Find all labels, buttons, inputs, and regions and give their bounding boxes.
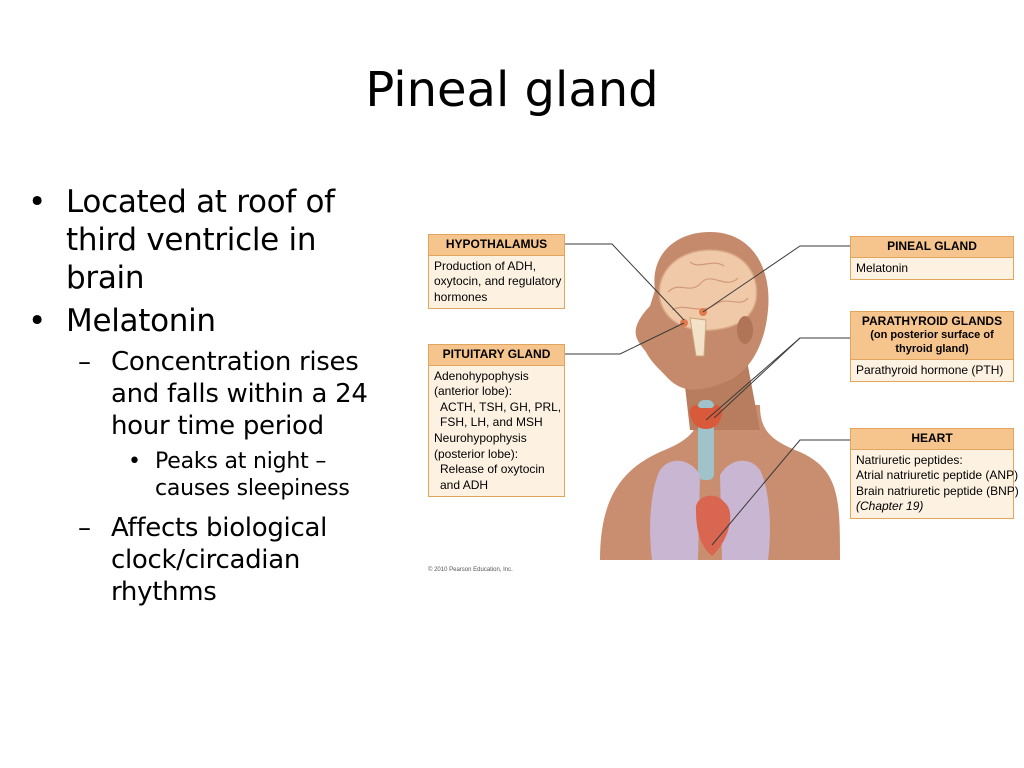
box-header: PARATHYROID GLANDS (on posterior surface… xyxy=(851,312,1013,360)
copyright-note: © 2010 Pearson Education, Inc. xyxy=(428,567,513,573)
bullet-melatonin: • Melatonin xyxy=(24,303,404,341)
slide-title: Pineal gland xyxy=(365,62,659,118)
bullet-list: • Located at roof of third ventricle in … xyxy=(24,184,404,615)
box-header-line: (on posterior surface of xyxy=(870,329,994,341)
box-header: PITUITARY GLAND xyxy=(429,345,564,366)
bullet-line: Located at roof of xyxy=(66,184,335,220)
bullet-line: Affects biological xyxy=(111,512,328,543)
brain-folds xyxy=(667,261,749,311)
bullet-line: Melatonin xyxy=(66,303,216,340)
box-header-line: PARATHYROID GLANDS xyxy=(861,314,1003,328)
bullet-location: • Located at roof of third ventricle in … xyxy=(24,184,404,297)
left-lung-shape xyxy=(650,460,700,560)
pituitary-label-box: PITUITARY GLAND Adenohypophysis (anterio… xyxy=(428,344,565,498)
box-line: Brain natriuretic peptide (BNP) xyxy=(856,483,1019,498)
bullet-line: third ventricle in xyxy=(66,221,317,258)
box-line: (anterior lobe): xyxy=(434,384,513,399)
sub-sub-bullet-marker: • xyxy=(128,449,141,475)
box-line: Production of ADH, xyxy=(434,258,537,273)
bullet-line: rhythms xyxy=(111,576,217,607)
box-line: Atrial natriuretic peptide (ANP) xyxy=(856,468,1019,483)
bullet-marker: • xyxy=(28,184,46,220)
bullet-line: Concentration rises xyxy=(111,347,359,378)
heart-shape xyxy=(695,495,731,556)
box-header: PINEAL GLAND xyxy=(851,237,1013,258)
sub-bullet-circadian: – Affects biological clock/circadian rhy… xyxy=(24,513,404,609)
box-line: FSH, LH, and MSH xyxy=(440,415,543,430)
box-header-line: thyroid gland) xyxy=(895,342,969,355)
box-line: hormones xyxy=(434,289,488,304)
box-line: and ADH xyxy=(440,477,489,492)
box-line: Adenohypophysis xyxy=(434,368,529,383)
bullet-line: clock/circadian xyxy=(111,544,301,575)
right-lung-shape xyxy=(720,460,770,560)
bullet-line: hour time period xyxy=(111,411,324,442)
bullet-line: and falls within a 24 xyxy=(111,379,368,410)
box-line: Parathyroid hormone (PTH) xyxy=(856,362,1004,377)
brainstem-shape xyxy=(689,317,707,357)
box-header: HYPOTHALAMUS xyxy=(429,235,564,256)
box-line: Release of oxytocin xyxy=(440,462,545,477)
box-line: Neurohypophysis xyxy=(434,430,527,445)
thyroid-shape xyxy=(689,405,723,429)
bullet-line: Peaks at night – xyxy=(155,449,327,475)
bullet-line: brain xyxy=(66,259,145,296)
bullet-marker: • xyxy=(28,303,46,340)
box-header: HEART xyxy=(851,429,1013,450)
pineal-gland-label-box: PINEAL GLAND Melatonin xyxy=(850,236,1014,281)
ear-shape xyxy=(737,316,753,344)
hypothalamus-label-box: HYPOTHALAMUS Production of ADH, oxytocin… xyxy=(428,234,565,310)
leader-lines xyxy=(565,243,850,546)
box-line: Melatonin xyxy=(856,260,909,275)
box-line: (Chapter 19) xyxy=(856,499,924,514)
parathyroid-label-box: PARATHYROID GLANDS (on posterior surface… xyxy=(850,311,1014,383)
box-line: oxytocin, and regulatory xyxy=(434,274,562,289)
box-line: (posterior lobe): xyxy=(434,446,519,461)
sub-bullet-marker: – xyxy=(78,512,91,543)
sub-bullet-concentration: – Concentration rises and falls within a… xyxy=(24,347,404,443)
bullet-line: causes sleepiness xyxy=(155,475,350,501)
box-line: ACTH, TSH, GH, PRL, xyxy=(440,399,562,414)
heart-label-box: HEART Natriuretic peptides: Atrial natri… xyxy=(850,428,1019,519)
sub-sub-bullet-peaks: • Peaks at night – causes sleepiness xyxy=(24,449,404,503)
sub-bullet-marker: – xyxy=(78,347,91,378)
box-line: Natriuretic peptides: xyxy=(856,452,963,467)
